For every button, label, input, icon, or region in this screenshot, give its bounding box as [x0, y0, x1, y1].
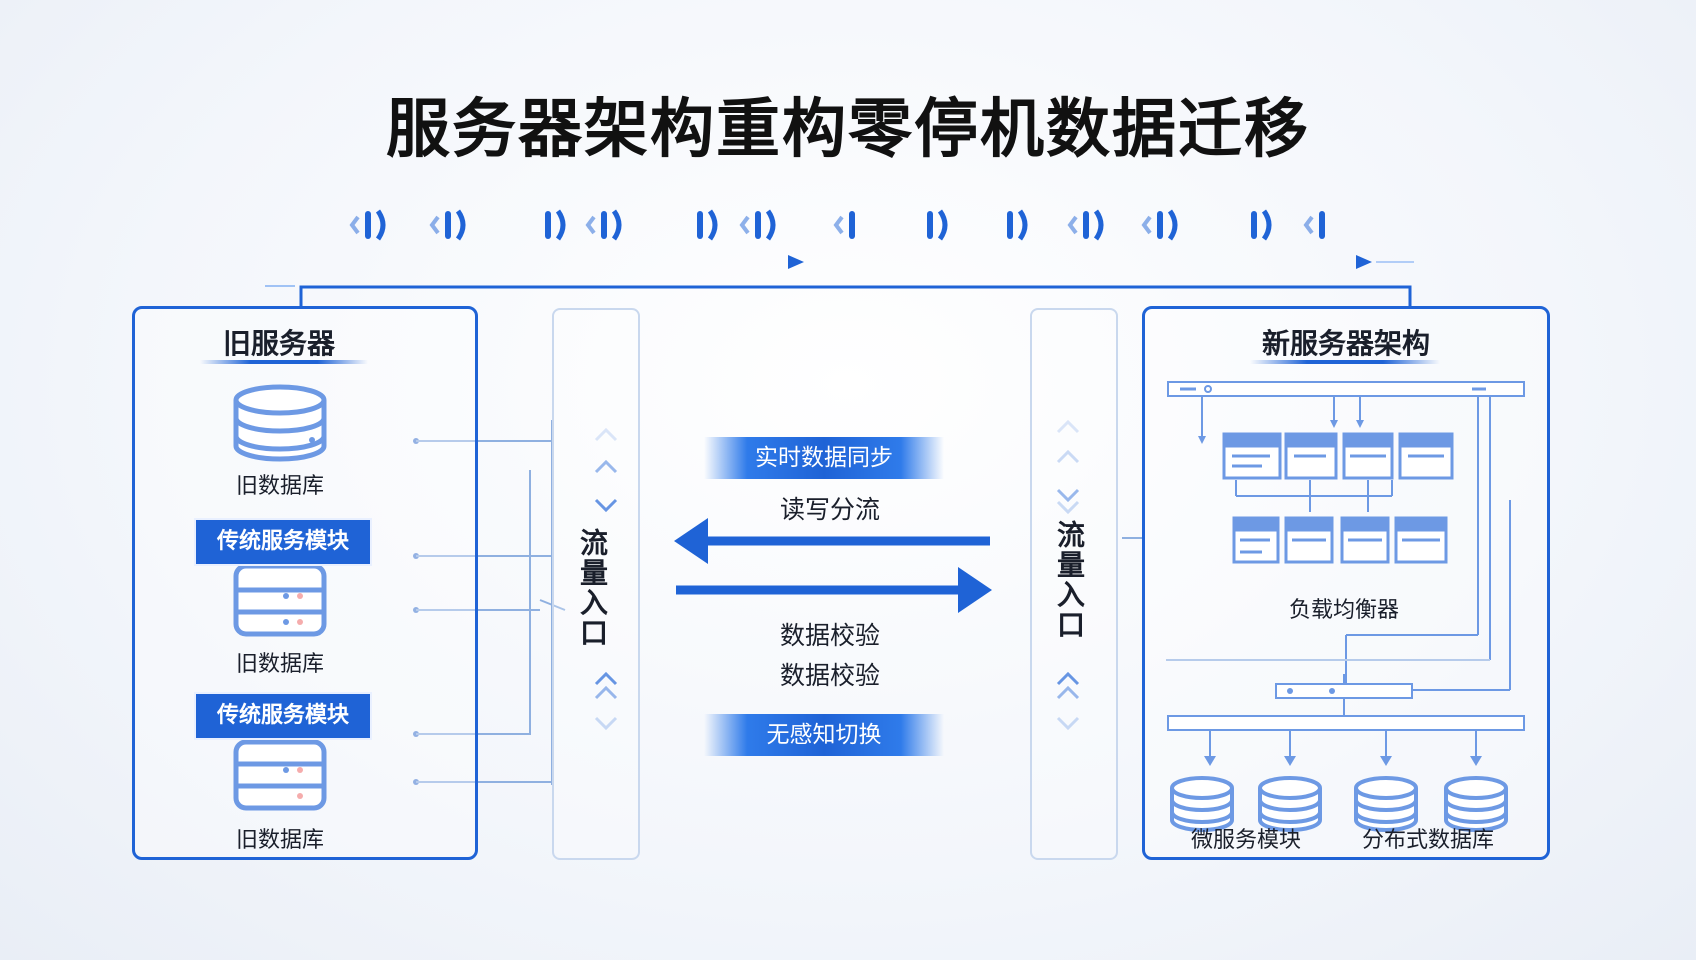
traffic-entry-left	[552, 308, 640, 860]
old-server-title-underline	[200, 360, 368, 364]
old-db-icon-2	[233, 563, 327, 637]
entry-chevrons-left	[594, 427, 618, 731]
old-db-label-1: 旧数据库	[235, 474, 324, 499]
legacy-module-tag-2: 传统服务模块	[194, 692, 372, 740]
entry-chevrons-right	[1056, 419, 1142, 731]
new-server-panel	[1142, 306, 1550, 860]
middle-arrows	[674, 518, 992, 613]
new-server-title: 新服务器架构	[1261, 327, 1430, 360]
service-cards	[1222, 432, 1454, 564]
old-db-label-3: 旧数据库	[235, 828, 324, 853]
realtime-sync-pill: 实时数据同步	[704, 437, 944, 479]
new-server-title-underline	[1250, 360, 1440, 364]
old-server-title: 旧服务器	[222, 327, 335, 360]
legacy-module-tag-1: 传统服务模块	[194, 518, 372, 566]
old-db-label-2: 旧数据库	[235, 652, 324, 677]
old-db-icon-3	[233, 739, 327, 811]
top-flow-arrows	[230, 255, 1414, 306]
distributed-db-label: 分布式数据库	[1361, 828, 1494, 853]
seamless-switch-pill: 无感知切换	[704, 714, 944, 756]
data-verify-label-2: 数据校验	[779, 661, 880, 690]
distributed-db-icons	[1170, 776, 1508, 832]
new-server-network	[1166, 381, 1525, 766]
page-title: 服务器架构重构零停机数据迁移	[386, 93, 1310, 167]
signal-wave-icons	[349, 209, 1325, 241]
read-write-split-label: 读写分流	[779, 495, 880, 524]
old-db-icon-1	[233, 384, 327, 462]
traffic-entry-right-label: 流量入口	[1053, 520, 1086, 640]
traffic-entry-right	[1030, 308, 1118, 860]
micro-service-label: 微服务模块	[1190, 828, 1301, 853]
old-server-panel	[132, 306, 478, 860]
data-verify-label-1: 数据校验	[779, 621, 880, 650]
traffic-entry-left-label: 流量入口	[576, 528, 609, 648]
load-balancer-label: 负载均衡器	[1288, 598, 1399, 623]
